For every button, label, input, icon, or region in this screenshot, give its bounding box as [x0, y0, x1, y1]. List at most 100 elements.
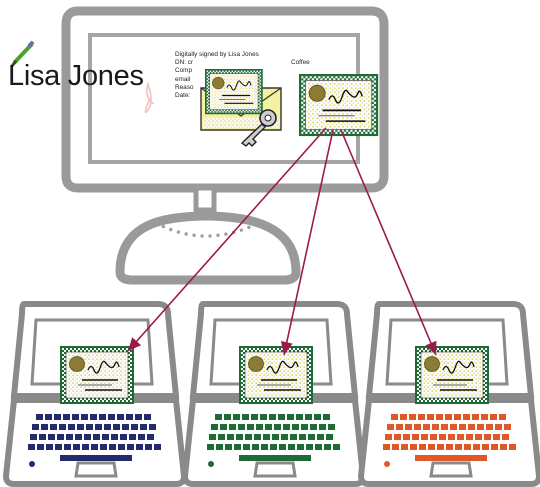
keyboard-key: [493, 434, 500, 440]
keyboard-key: [495, 424, 502, 430]
keyboard-key: [394, 434, 401, 440]
keyboard-key: [454, 414, 461, 420]
keyboard-key: [218, 434, 225, 440]
keyboard-key: [68, 424, 75, 430]
laptop-middle: [181, 301, 367, 487]
keyboard-key: [400, 414, 407, 420]
keyboard-key: [385, 434, 392, 440]
signature-flourish: [144, 81, 155, 114]
laptops: [2, 301, 540, 487]
keyboard-key: [207, 444, 214, 450]
keyboard-key: [63, 414, 70, 420]
keyboard-key: [144, 414, 151, 420]
keyboard-key: [86, 424, 93, 430]
keyboard-key: [263, 434, 270, 440]
keyboard-key: [37, 444, 44, 450]
keyboard-key: [502, 434, 509, 440]
keyboard-key: [324, 444, 331, 450]
keyboard-key: [450, 424, 457, 430]
keyboard-key: [427, 414, 434, 420]
keyboard-key: [147, 434, 154, 440]
keyboard-key: [403, 434, 410, 440]
trackpad: [253, 461, 297, 478]
arrow-to-left-laptop: [127, 127, 327, 352]
keyboard-key: [317, 434, 324, 440]
keyboard-key: [279, 444, 286, 450]
keyboard-key: [499, 414, 506, 420]
keyboard-key: [274, 424, 281, 430]
keyboard-key: [145, 444, 152, 450]
keyboard-key: [419, 444, 426, 450]
keyboard-key: [225, 444, 232, 450]
keyboard-key: [468, 424, 475, 430]
signed-document: [200, 68, 282, 147]
keyboard-key: [100, 444, 107, 450]
signature-detail-line: DN: cr: [175, 59, 194, 67]
keyboard-key: [140, 424, 147, 430]
keyboard-key: [209, 434, 216, 440]
keyboard-key: [104, 424, 111, 430]
desktop-computer: [61, 6, 389, 285]
keyboard-key: [457, 434, 464, 440]
keyboard-key: [448, 434, 455, 440]
keyboard-key: [297, 444, 304, 450]
keyboard-key: [236, 434, 243, 440]
keyboard-key: [256, 424, 263, 430]
keyboard-key: [445, 414, 452, 420]
source-certificate: [298, 73, 380, 137]
keyboard-key: [28, 444, 35, 450]
keyboard-key: [45, 414, 52, 420]
keyboard-key: [410, 444, 417, 450]
laptop-base: [357, 397, 540, 487]
signature-detail-line: Reaso: [175, 83, 194, 91]
keyboard-key: [32, 424, 39, 430]
power-indicator: [208, 461, 214, 467]
keyboard-key: [224, 414, 231, 420]
distribution-arrows: [127, 127, 437, 356]
spacebar-key: [60, 455, 132, 461]
keyboard-key: [111, 434, 118, 440]
keyboard-key: [260, 414, 267, 420]
monitor-frame: [61, 6, 389, 193]
keyboard-key: [55, 444, 62, 450]
keyboard-key: [84, 434, 91, 440]
keyboard-key: [93, 434, 100, 440]
keyboard-key: [328, 424, 335, 430]
keyboard-key: [436, 414, 443, 420]
keyboard-key: [269, 414, 276, 420]
keyboard-key: [242, 414, 249, 420]
keyboard-key: [412, 434, 419, 440]
keyboard-key: [437, 444, 444, 450]
keyboard-key: [287, 414, 294, 420]
keyboard-key: [270, 444, 277, 450]
keyboard-key: [481, 414, 488, 420]
keyboard-key: [333, 444, 340, 450]
keyboard-key: [323, 414, 330, 420]
keyboard-key: [126, 414, 133, 420]
trackpad: [74, 461, 118, 478]
keyboard-key: [90, 414, 97, 420]
keyboard-key: [95, 424, 102, 430]
keyboard-key: [82, 444, 89, 450]
keyboard-key: [428, 444, 435, 450]
power-indicator: [29, 461, 35, 467]
keyboard-key: [238, 424, 245, 430]
keyboard-key: [46, 444, 53, 450]
keyboard-key: [423, 424, 430, 430]
signer-name: Lisa Jones: [8, 60, 144, 92]
keyboard-key: [315, 444, 322, 450]
keyboard-key: [292, 424, 299, 430]
keyboard-key: [306, 444, 313, 450]
keyboard-key: [491, 444, 498, 450]
keyboard-key: [314, 414, 321, 420]
keyboard-key: [39, 434, 46, 440]
keyboard-key: [283, 424, 290, 430]
keyboard-key: [441, 424, 448, 430]
signature-detail-line: Date:: [175, 92, 191, 100]
keyboard-key: [272, 434, 279, 440]
laptop-left: [2, 301, 188, 487]
keyboard-key: [118, 444, 125, 450]
keyboard-key: [252, 444, 259, 450]
keyboard-key: [215, 414, 222, 420]
